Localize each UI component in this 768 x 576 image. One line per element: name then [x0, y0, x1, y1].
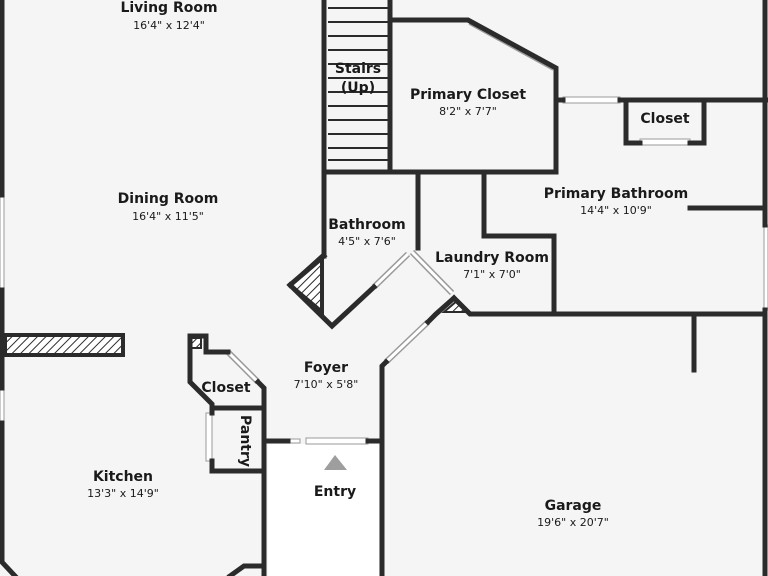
- room-closet-upper: Closet: [640, 111, 690, 127]
- room-name: Laundry Room: [435, 250, 549, 266]
- entry-arrow-icon: [324, 455, 347, 470]
- room-dims: 8'2" x 7'7": [439, 105, 497, 118]
- room-name: Pantry: [237, 415, 253, 467]
- room-dims: (Up): [341, 80, 375, 96]
- room-stairs: Stairs (Up): [335, 61, 381, 96]
- room-dims: 16'4" x 11'5": [132, 210, 204, 223]
- room-living-room: Living Room 16'4" x 12'4": [120, 0, 217, 32]
- room-garage: Garage 19'6" x 20'7": [537, 498, 609, 529]
- room-foyer: Foyer 7'10" x 5'8": [294, 360, 359, 391]
- room-closet-lower: Closet: [201, 380, 251, 396]
- room-dims: 16'4" x 12'4": [133, 19, 205, 32]
- room-name: Primary Bathroom: [544, 186, 688, 202]
- room-name: Entry: [314, 484, 356, 500]
- room-name: Kitchen: [93, 469, 153, 485]
- room-dining-room: Dining Room 16'4" x 11'5": [118, 191, 219, 223]
- room-dims: 13'3" x 14'9": [87, 487, 159, 500]
- room-bathroom: Bathroom 4'5" x 7'6": [328, 217, 406, 248]
- room-name: Foyer: [304, 360, 348, 376]
- room-name: Bathroom: [328, 217, 406, 233]
- stair-treads: [328, 7, 388, 161]
- room-laundry-room: Laundry Room 7'1" x 7'0": [435, 250, 549, 281]
- room-dims: 19'6" x 20'7": [537, 516, 609, 529]
- room-primary-bathroom: Primary Bathroom 14'4" x 10'9": [544, 186, 688, 217]
- room-name: Stairs: [335, 61, 381, 77]
- room-name: Primary Closet: [410, 87, 526, 103]
- room-name: Garage: [545, 498, 602, 514]
- room-name: Closet: [640, 111, 690, 127]
- room-dims: 4'5" x 7'6": [338, 235, 396, 248]
- counter-hatch: [3, 333, 125, 357]
- room-name: Dining Room: [118, 191, 219, 207]
- entry-area: [268, 444, 379, 576]
- room-dims: 7'1" x 7'0": [463, 268, 521, 281]
- room-primary-closet: Primary Closet 8'2" x 7'7": [410, 87, 526, 118]
- room-entry: Entry: [314, 484, 356, 500]
- room-name: Closet: [201, 380, 251, 396]
- room-name: Living Room: [120, 0, 217, 16]
- room-kitchen: Kitchen 13'3" x 14'9": [87, 469, 159, 500]
- room-dims: 7'10" x 5'8": [294, 378, 359, 391]
- room-pantry: Pantry: [237, 415, 253, 467]
- room-dims: 14'4" x 10'9": [580, 204, 652, 217]
